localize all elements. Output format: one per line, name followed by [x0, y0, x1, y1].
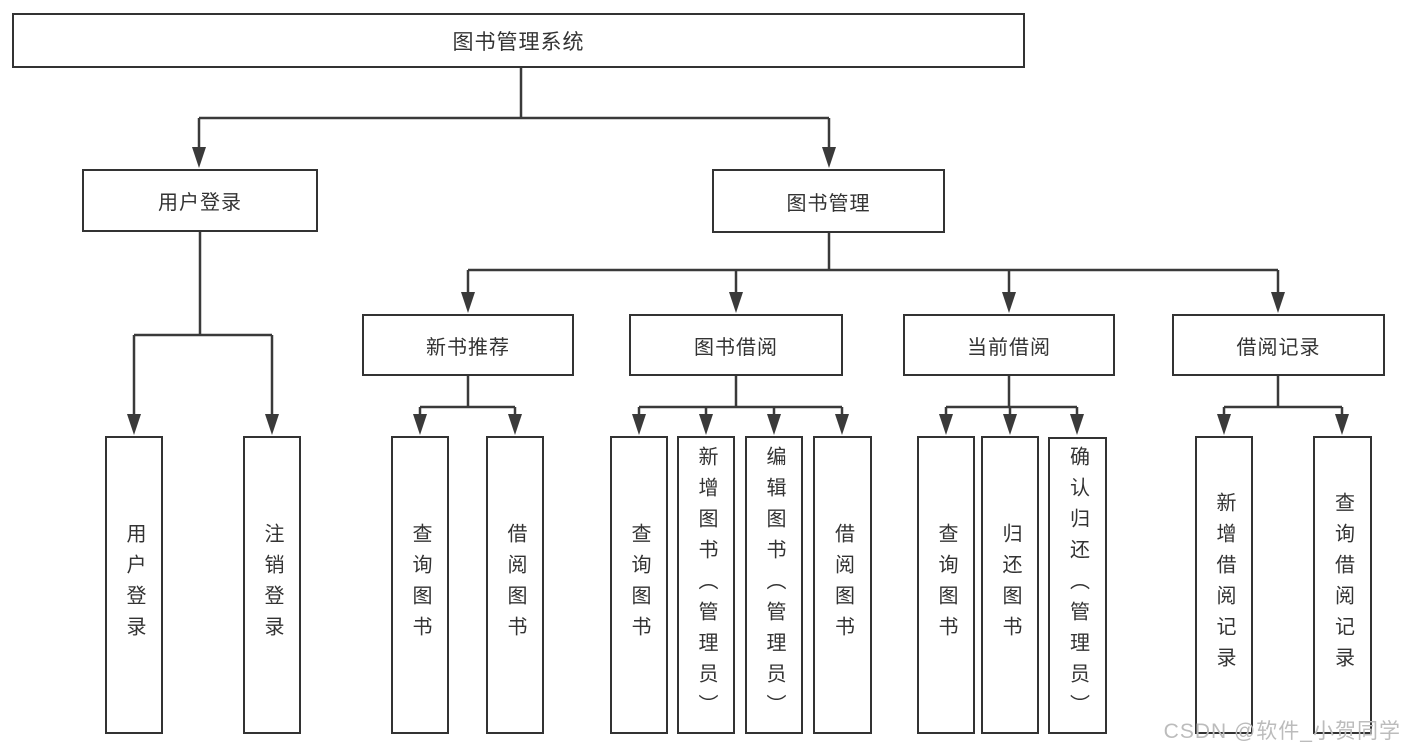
- leaf-query-books-recommend: 查询图书: [391, 436, 449, 734]
- leaf-query-books-borrow-label: 查询图书: [628, 523, 650, 647]
- leaf-user-login-label: 用户登录: [123, 523, 145, 647]
- leaf-query-books-recommend-label: 查询图书: [409, 523, 431, 647]
- node-current-borrow: 当前借阅: [903, 314, 1115, 376]
- node-book-management: 图书管理: [712, 169, 945, 233]
- leaf-query-books-borrow: 查询图书: [610, 436, 668, 734]
- leaf-confirm-return-admin: 确认归还（管理员）: [1048, 437, 1107, 734]
- node-user-login: 用户登录: [82, 169, 318, 232]
- watermark: CSDN @软件_小贺同学: [1163, 720, 1401, 743]
- leaf-borrow-books-label: 借阅图书: [831, 523, 854, 647]
- leaf-add-borrow-record-label: 新增借阅记录: [1213, 492, 1235, 678]
- leaf-borrow-books-recommend-label: 借阅图书: [504, 523, 526, 647]
- leaf-borrow-books: 借阅图书: [813, 436, 872, 734]
- leaf-borrow-books-recommend: 借阅图书: [486, 436, 544, 734]
- leaf-logout-label: 注销登录: [261, 523, 283, 647]
- leaf-user-login: 用户登录: [105, 436, 163, 734]
- node-new-book-recommend-label: 新书推荐: [426, 336, 510, 359]
- leaf-return-books: 归还图书: [981, 436, 1039, 734]
- leaf-add-borrow-record: 新增借阅记录: [1195, 436, 1253, 734]
- leaf-query-borrow-record: 查询借阅记录: [1313, 436, 1372, 734]
- leaf-query-books-current-label: 查询图书: [935, 523, 957, 647]
- leaf-return-books-label: 归还图书: [999, 523, 1021, 647]
- leaf-query-books-current: 查询图书: [917, 436, 975, 734]
- node-borrow-records: 借阅记录: [1172, 314, 1385, 376]
- node-root-label: 图书管理系统: [452, 30, 585, 54]
- leaf-confirm-return-admin-label: 确认归还（管理员）: [1066, 446, 1089, 725]
- leaf-add-book-admin-label: 新增图书（管理员）: [695, 445, 717, 725]
- node-book-borrow: 图书借阅: [629, 314, 843, 376]
- node-new-book-recommend: 新书推荐: [362, 314, 574, 376]
- node-root: 图书管理系统: [12, 13, 1025, 68]
- leaf-query-borrow-record-label: 查询借阅记录: [1331, 492, 1354, 678]
- node-user-login-label: 用户登录: [158, 192, 242, 214]
- node-book-management-label: 图书管理: [786, 192, 871, 215]
- leaf-edit-book-admin: 编辑图书（管理员）: [745, 436, 803, 734]
- node-borrow-records-label: 借阅记录: [1236, 336, 1321, 359]
- leaf-edit-book-admin-label: 编辑图书（管理员）: [763, 445, 785, 725]
- leaf-logout: 注销登录: [243, 436, 301, 734]
- node-book-borrow-label: 图书借阅: [694, 336, 778, 359]
- leaf-add-book-admin: 新增图书（管理员）: [677, 436, 735, 734]
- node-current-borrow-label: 当前借阅: [967, 336, 1051, 359]
